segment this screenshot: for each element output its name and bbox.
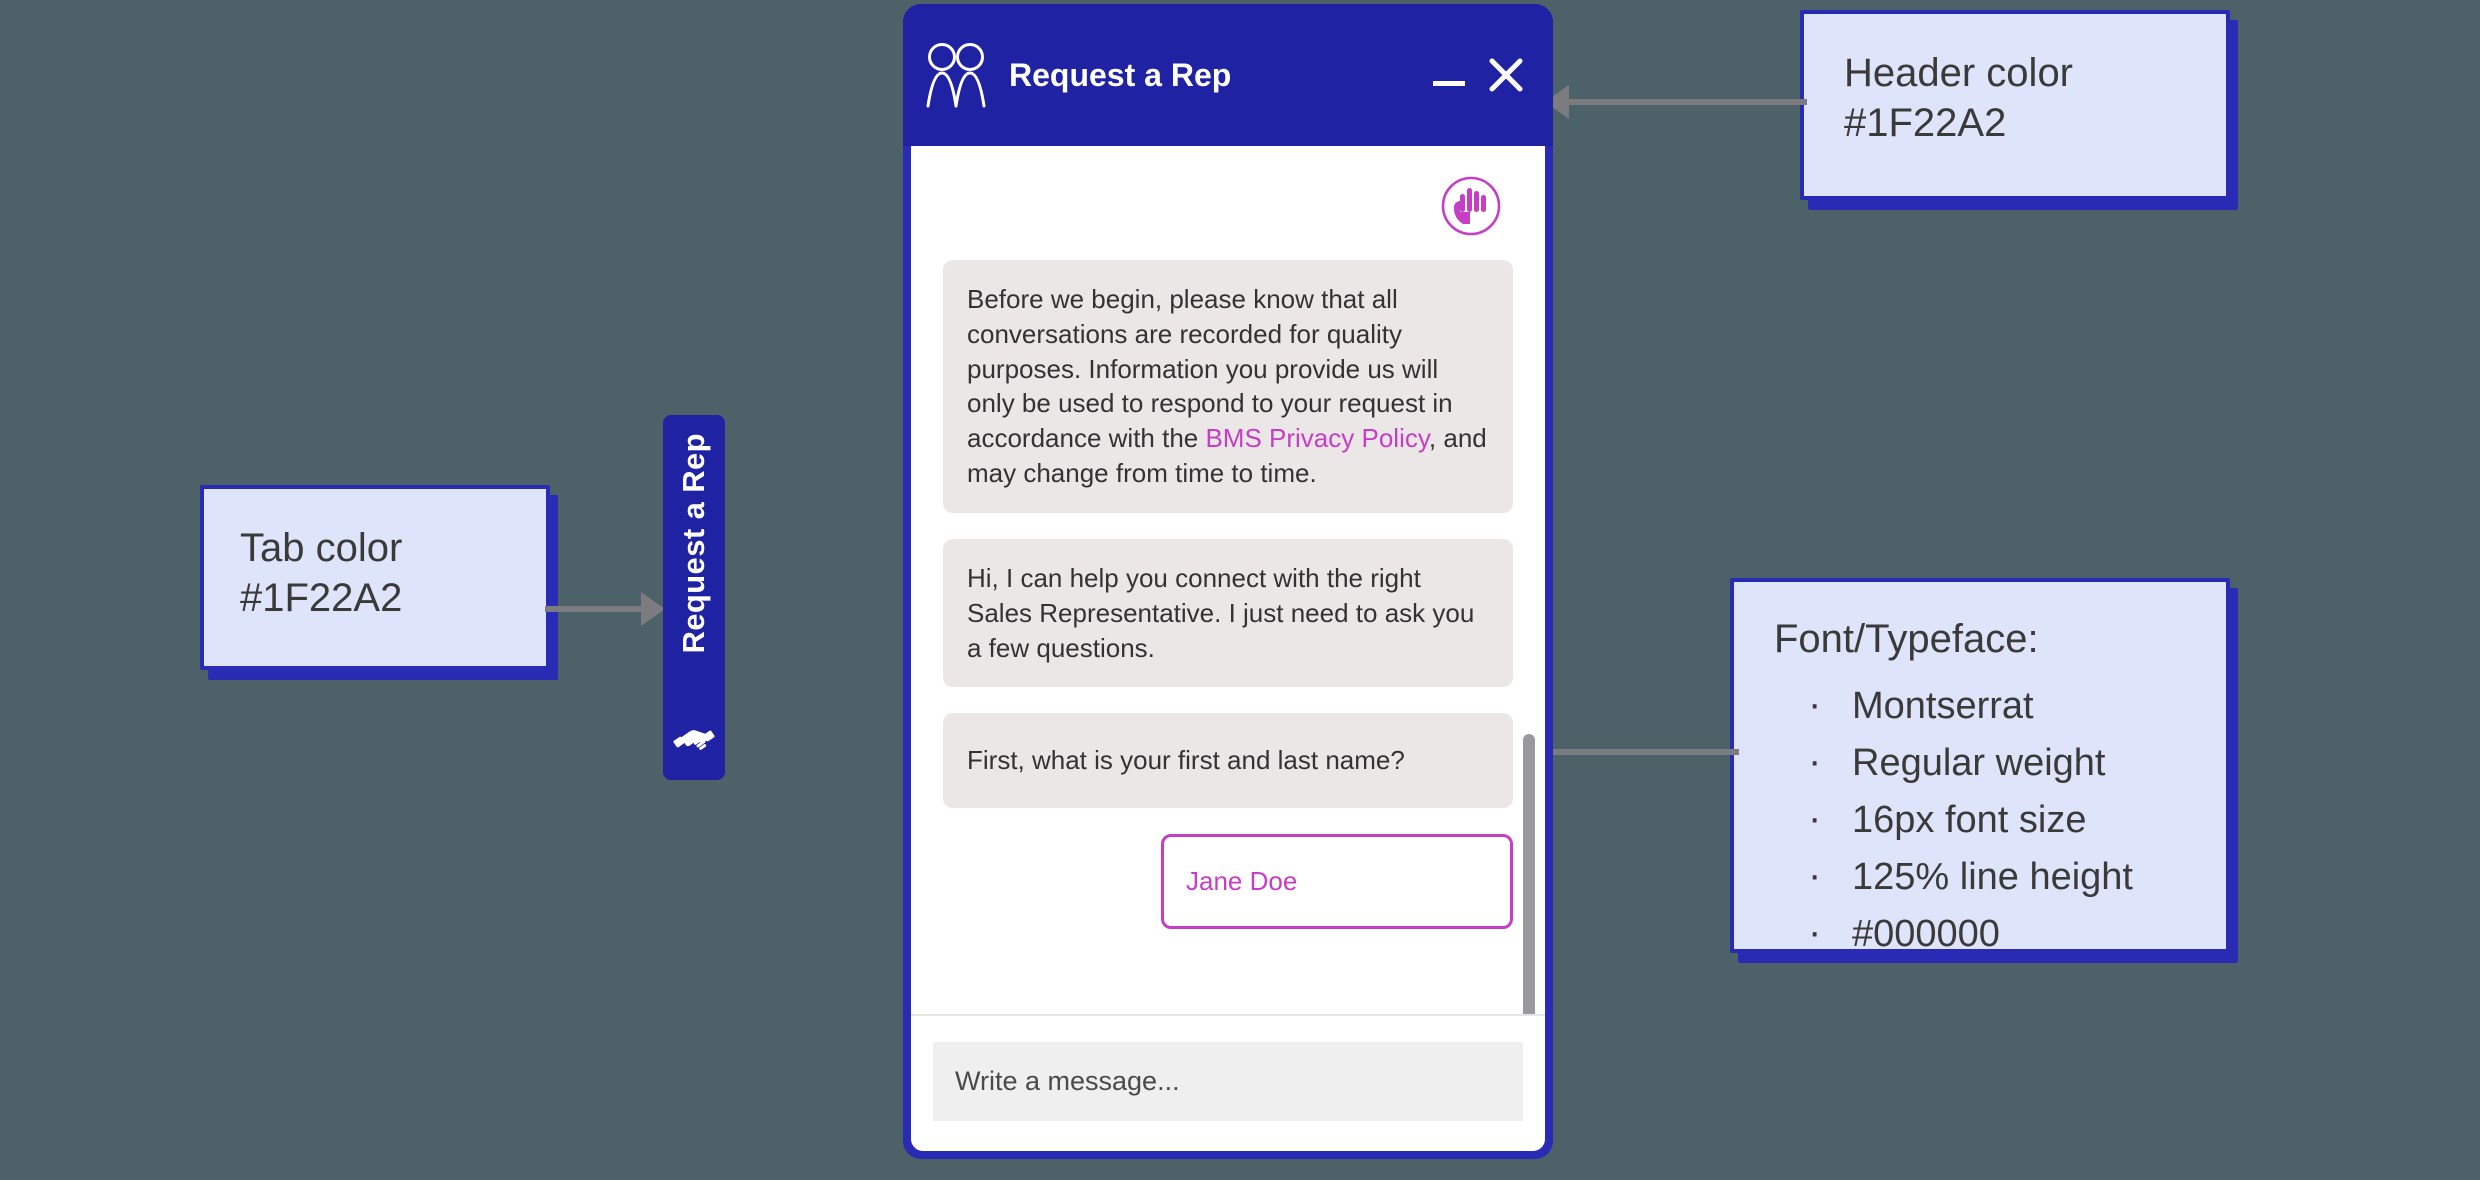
bms-privacy-policy-link[interactable]: BMS Privacy Policy (1205, 423, 1429, 454)
header-color-callout-value: #1F22A2 (1844, 101, 2007, 145)
close-icon (1489, 58, 1523, 92)
launcher-tab-label: Request a Rep (676, 433, 711, 654)
handshake-icon (673, 730, 715, 750)
chat-message-user-answer: Jane Doe (1161, 834, 1513, 929)
connector-line (545, 606, 645, 612)
connector-line (1565, 99, 1807, 105)
chat-scrollbar[interactable] (1523, 734, 1535, 1014)
font-typeface-callout: Font/Typeface: Montserrat Regular weight… (1730, 578, 2230, 962)
font-callout-item: Montserrat (1808, 674, 2226, 735)
font-callout-item: 125% line height (1808, 845, 2226, 906)
chat-message-question: First, what is your first and last name? (943, 713, 1513, 809)
minimize-icon (1433, 81, 1465, 86)
launcher-tab-request-a-rep[interactable]: Request a Rep (663, 415, 725, 780)
tab-color-callout-title: Tab color (240, 526, 403, 570)
chat-widget: Request a Rep (903, 4, 1553, 1159)
chat-panel: Before we begin, please know that all co… (911, 146, 1545, 1151)
header-color-callout: Header color #1F22A2 (1800, 10, 2230, 200)
chat-header: Request a Rep (903, 4, 1553, 146)
chat-message-privacy: Before we begin, please know that all co… (943, 260, 1513, 513)
chat-title: Request a Rep (1009, 56, 1232, 93)
font-callout-item: #000000 (1808, 902, 2226, 963)
privacy-text-after-link: , and may change from time to time. (967, 423, 1487, 489)
tab-color-callout-value: #1F22A2 (240, 576, 403, 620)
chat-message-greeting: Hi, I can help you connect with the righ… (943, 538, 1513, 688)
arrow-head-right-icon (641, 592, 665, 626)
two-people-icon (926, 43, 986, 108)
tab-color-callout: Tab color #1F22A2 (200, 485, 550, 670)
message-input[interactable] (933, 1042, 1523, 1121)
header-color-callout-title: Header color (1844, 51, 2074, 95)
chat-composer (911, 1014, 1545, 1151)
font-callout-item: 16px font size (1808, 788, 2226, 849)
minimize-button[interactable] (1429, 55, 1469, 95)
privacy-text-before-link: Before we begin, please know that all co… (967, 284, 1453, 454)
waving-hand-icon (1441, 176, 1501, 236)
font-callout-title: Font/Typeface: (1774, 617, 2039, 661)
font-callout-list: Montserrat Regular weight 16px font size… (1774, 674, 2226, 963)
close-button[interactable] (1485, 54, 1527, 96)
font-callout-item: Regular weight (1808, 731, 2226, 792)
chat-message-list: Before we begin, please know that all co… (911, 146, 1545, 1014)
